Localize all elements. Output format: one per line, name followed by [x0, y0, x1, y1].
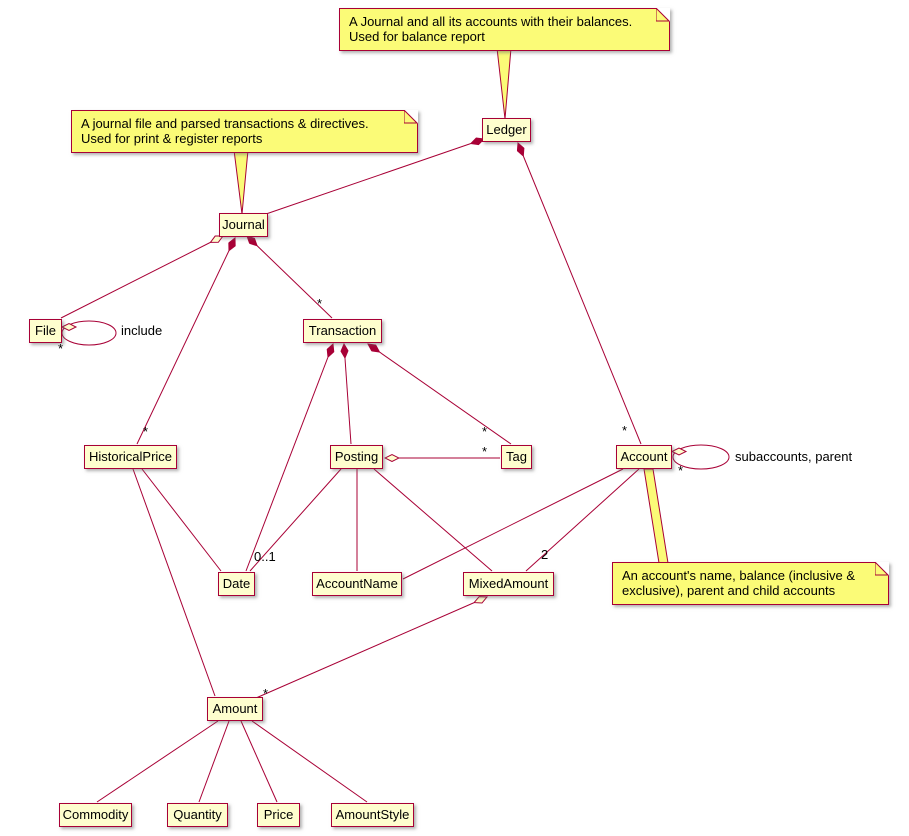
class-label-accountname: AccountName — [316, 576, 398, 591]
edge-journal-file — [60, 236, 223, 319]
note-fold-icon — [656, 8, 670, 22]
multiplicity-account-self: * — [678, 463, 684, 478]
edge-historicalprice-date — [141, 468, 222, 572]
multiplicity-account-mixedamount: 2 — [541, 547, 549, 562]
multiplicity-journal-historicalprice: * — [143, 424, 149, 439]
class-node-ledger: Ledger — [482, 118, 531, 142]
class-node-journal: Journal — [219, 213, 268, 237]
multiplicity-posting-tag: * — [482, 444, 488, 459]
note-fold-icon — [875, 562, 889, 576]
class-label-date: Date — [222, 576, 251, 591]
class-label-journal: Journal — [222, 217, 265, 232]
edge-account-accountname — [402, 468, 624, 580]
edge-label-include: include — [121, 323, 163, 338]
edge-ledger-account — [518, 143, 642, 445]
class-node-accountname: AccountName — [312, 572, 402, 596]
edge-label-subaccounts-parent: subaccounts, parent — [735, 449, 853, 464]
class-label-transaction: Transaction — [308, 323, 377, 338]
edge-transaction-tag — [368, 344, 512, 445]
class-label-ledger: Ledger — [486, 122, 527, 137]
class-node-amountstyle: AmountStyle — [331, 803, 414, 827]
class-node-amount: Amount — [207, 697, 263, 721]
class-node-mixedamount: MixedAmount — [463, 572, 554, 596]
class-label-price: Price — [263, 807, 294, 822]
note-ledger-line1: A Journal and all its accounts with thei… — [349, 14, 633, 29]
note-account-line1: An account's name, balance (inclusive & — [622, 568, 855, 583]
class-node-quantity: Quantity — [167, 803, 228, 827]
note-ledger-line2: Used for balance report — [349, 29, 485, 44]
edge-transaction-posting — [344, 344, 352, 445]
multiplicity-mixedamount-amount: * — [263, 686, 269, 701]
account-loop-diamond-icon — [670, 447, 688, 456]
edge-account-mixedamount — [525, 468, 640, 572]
edge-amount-commodity — [96, 720, 219, 803]
multiplicity-journal-transaction: * — [317, 296, 323, 311]
multiplicity-file-self: * — [58, 341, 64, 356]
edge-account-subaccounts-loop — [672, 444, 730, 470]
note-account: An account's name, balance (inclusive & … — [612, 562, 889, 605]
note-journal-line1: A journal file and parsed transactions &… — [81, 116, 369, 131]
multiplicity-transaction-tag: * — [482, 424, 488, 439]
class-node-posting: Posting — [330, 445, 383, 469]
class-node-transaction: Transaction — [303, 319, 382, 343]
class-node-commodity: Commodity — [59, 803, 132, 827]
class-label-account: Account — [620, 449, 668, 464]
class-label-amount: Amount — [212, 701, 258, 716]
class-node-file: File — [29, 319, 62, 343]
note-pointer-account — [643, 468, 669, 564]
edge-amount-price — [240, 720, 278, 803]
class-node-account: Account — [616, 445, 672, 469]
note-pointer-ledger — [496, 47, 512, 120]
class-node-historicalprice: HistoricalPrice — [84, 445, 177, 469]
edge-journal-historicalprice — [136, 238, 235, 445]
edge-file-include-loop — [61, 320, 117, 346]
edge-amount-quantity — [198, 720, 230, 803]
note-fold-icon — [404, 110, 418, 124]
edge-mixedamount-amount — [255, 597, 487, 699]
class-label-amountstyle: AmountStyle — [335, 807, 410, 822]
edge-transaction-date — [245, 344, 333, 572]
edge-ledger-journal — [265, 139, 484, 215]
note-journal-line2: Used for print & register reports — [81, 131, 263, 146]
class-label-mixedamount: MixedAmount — [468, 576, 549, 591]
class-node-price: Price — [257, 803, 300, 827]
class-label-commodity: Commodity — [62, 807, 129, 822]
edge-historicalprice-amount — [132, 468, 216, 697]
class-label-tag: Tag — [506, 449, 527, 464]
class-label-file: File — [35, 323, 56, 338]
note-pointer-journal — [233, 149, 249, 215]
note-journal: A journal file and parsed transactions &… — [71, 110, 418, 153]
edge-journal-transaction — [247, 236, 333, 319]
edge-posting-mixedamount — [373, 468, 493, 572]
note-ledger: A Journal and all its accounts with thei… — [339, 8, 670, 51]
edge-amount-amountstyle — [251, 720, 368, 803]
multiplicity-transaction-date: 0..1 — [254, 549, 276, 564]
class-node-tag: Tag — [501, 445, 532, 469]
note-account-line2: exclusive), parent and child accounts — [622, 583, 836, 598]
edge-posting-date — [249, 468, 342, 572]
class-label-quantity: Quantity — [173, 807, 222, 822]
class-label-posting: Posting — [334, 449, 379, 464]
class-label-historicalprice: HistoricalPrice — [88, 449, 173, 464]
class-node-date: Date — [218, 572, 255, 596]
file-loop-diamond-icon — [60, 322, 78, 332]
multiplicity-ledger-account: * — [622, 423, 628, 438]
